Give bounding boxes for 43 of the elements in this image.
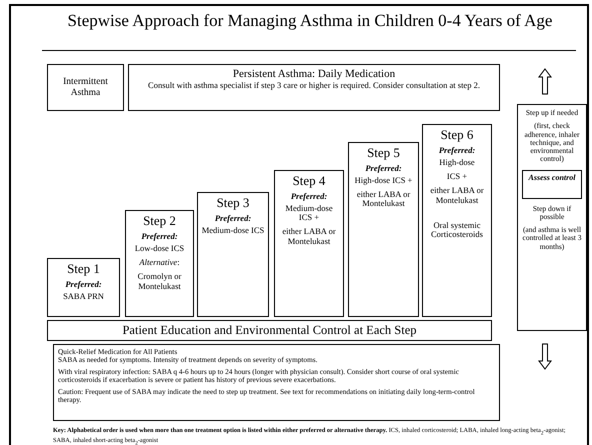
body-text: SABA PRN (63, 292, 104, 301)
body-text: either LABA or Montelukast (281, 227, 337, 246)
heading-text: Patient Education and Environmental Control at Each Step (122, 324, 417, 338)
body-text: Alternative: (139, 258, 180, 268)
category-box (47, 64, 124, 111)
step-box (274, 170, 344, 317)
heading-text: Step 4 (292, 174, 326, 188)
assess-box (522, 170, 582, 198)
body-text: Preferred: (214, 214, 252, 224)
body-text: Medium-dose ICS + (284, 204, 334, 222)
body-text: either LABA or Montelukast (429, 186, 485, 206)
side-box (517, 104, 587, 331)
body-text: Cromolyn or Montelukast (136, 272, 182, 292)
heading-text: Step 5 (367, 146, 400, 160)
note-box (53, 344, 500, 421)
body-text: ICS + (446, 172, 468, 182)
body-text: High-dose ICS + (354, 176, 412, 185)
body-text: Oral systemic Corticosteroids (430, 221, 484, 240)
step-box (125, 210, 194, 317)
step-box (197, 192, 269, 317)
title: Stepwise Approach for Managing Asthma in Children 0-4 Years of Age (66, 10, 554, 31)
body-text: Consult with asthma specialist if step 3 care or higher is required. Consider consultation at step 2. (148, 81, 480, 90)
body-text: Preferred: (438, 146, 476, 156)
body-text: Low-dose ICS (134, 244, 184, 253)
step-box (422, 124, 492, 317)
heading-text: Step 6 (440, 128, 474, 142)
body-text: Preferred: (65, 280, 102, 290)
step-box (47, 258, 120, 317)
body-text: Preferred: (290, 192, 328, 202)
body-text: Medium-dose ICS (202, 226, 264, 235)
step-box (348, 142, 419, 317)
body-text: either LABA or Montelukast (356, 190, 412, 209)
banner-box (47, 320, 492, 341)
body-text: Preferred: (141, 232, 178, 242)
heading-text: Step 1 (67, 262, 100, 276)
body-text: High-dose (439, 158, 475, 167)
heading-text: Persistent Asthma: Daily Medication (232, 68, 396, 80)
heading-text: Intermittent Asthma (62, 77, 109, 98)
body-text: Assess control (527, 174, 576, 182)
category-box (128, 64, 500, 111)
body-text: Preferred: (365, 164, 402, 174)
heading-text: Step 3 (216, 196, 250, 210)
heading-text: Step 2 (143, 214, 176, 228)
